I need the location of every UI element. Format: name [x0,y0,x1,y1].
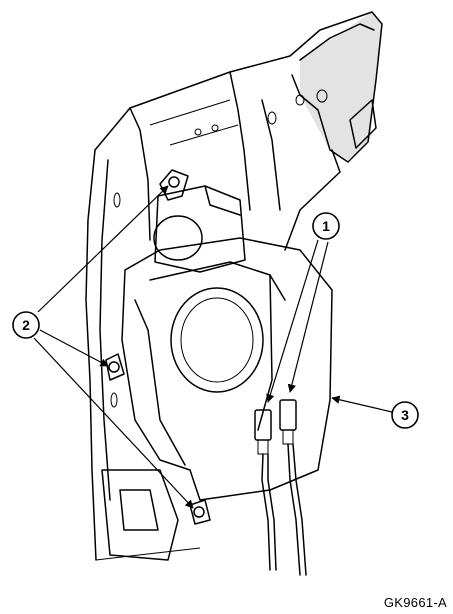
connector-left [254,409,277,571]
callout-2: 2 [12,185,194,509]
callout-2-label: 2 [22,317,30,333]
bottom-bolt [189,499,211,525]
fasteners [105,169,211,525]
callout-3: 3 [331,395,419,429]
connector-right [279,399,307,576]
middle-bolt [105,353,125,381]
callout-1: 1 [266,212,340,403]
callout-3-label: 3 [401,407,409,423]
figure-id: GK9661-A [383,595,447,610]
electrical-connectors [254,399,307,576]
speaker-enclosure [121,185,333,501]
body-panel [85,11,383,561]
top-bolt [159,169,189,201]
callout-1-label: 1 [322,218,330,234]
